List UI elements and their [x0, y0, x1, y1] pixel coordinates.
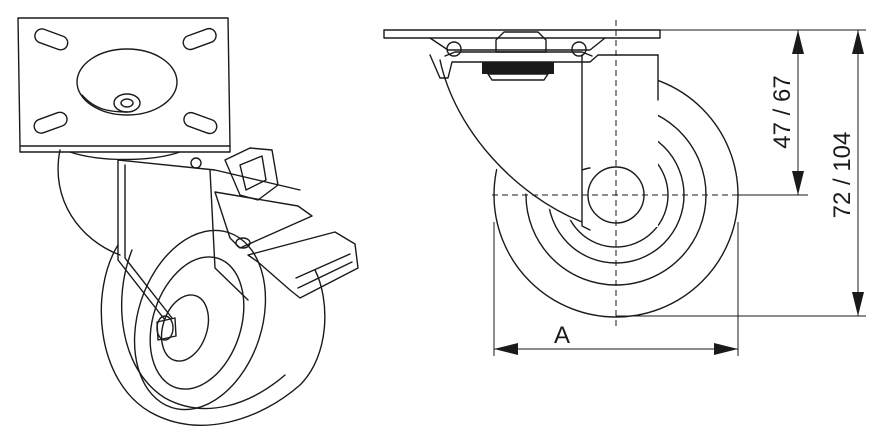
ball-bearing-right: [571, 41, 587, 57]
fork-curve: [439, 59, 583, 223]
dim-width-label: A: [554, 322, 570, 349]
side-mounting-plate: [383, 29, 661, 39]
dim-total-height-label: 72 / 104: [829, 132, 856, 219]
mount-slot-bl: [33, 111, 68, 134]
kingpin-nut: [482, 62, 554, 74]
wheel-tread: [100, 244, 326, 426]
brake-pedal: [247, 231, 359, 299]
mount-slot-tr: [182, 27, 217, 51]
wheel-hub: [160, 294, 210, 362]
dim-small-height-label: 47 / 67: [769, 75, 796, 148]
ball-bearing-left: [446, 41, 462, 57]
fork-hole: [190, 157, 202, 169]
caster-isometric-view: [17, 17, 359, 426]
center-bolt: [120, 98, 134, 108]
mount-slot-tl: [34, 28, 69, 51]
caster-side-view: A 47 / 67 72 / 104: [383, 20, 866, 356]
brake-tab: [224, 147, 279, 201]
wheel-face: [133, 229, 267, 411]
brake-arm: [214, 191, 313, 249]
fork-side: [57, 149, 121, 256]
mount-slot-br: [183, 111, 218, 135]
mounting-plate: [17, 17, 231, 147]
plate-center-boss: [76, 48, 178, 116]
kingpin-head: [495, 31, 547, 53]
